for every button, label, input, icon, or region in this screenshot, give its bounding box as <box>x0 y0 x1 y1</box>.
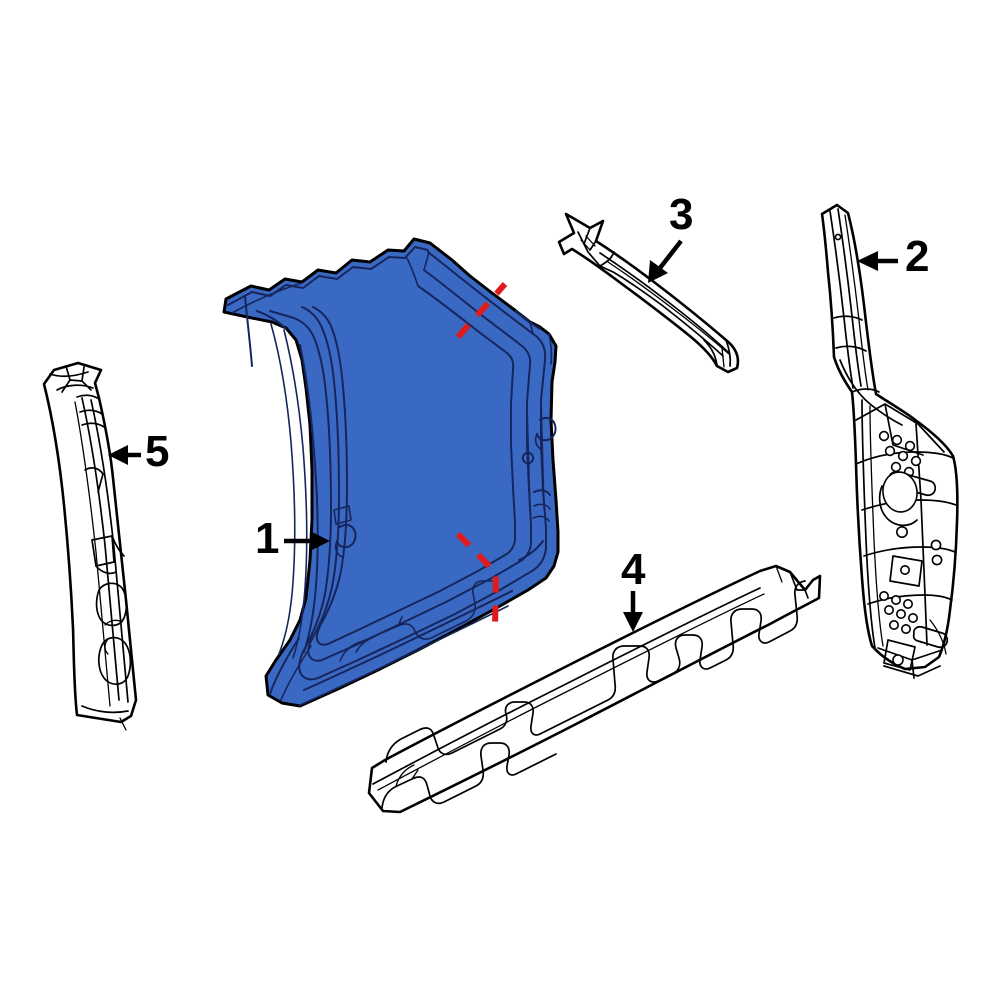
leader-arrow-1 <box>284 531 330 551</box>
leader-arrow-5 <box>108 445 141 465</box>
callout-number-5[interactable]: 5 <box>145 427 170 476</box>
callout-number-4[interactable]: 4 <box>621 545 646 594</box>
leader-arrow-4 <box>623 591 643 632</box>
callout-number-3[interactable]: 3 <box>669 190 694 239</box>
leader-arrow-2 <box>857 251 898 271</box>
callout-number-2[interactable]: 2 <box>905 232 930 281</box>
upper-cut-line <box>455 282 508 339</box>
lower-cut-line <box>455 531 500 629</box>
part-2-front-hinge-pillar-reinforcement[interactable] <box>820 203 959 679</box>
part-5-center-pillar-reinforcement[interactable] <box>42 361 138 731</box>
callout-number-1[interactable]: 1 <box>255 514 280 563</box>
part-3-roof-side-rail-member[interactable] <box>557 212 740 374</box>
part-4-rocker-panel-reinforcement[interactable] <box>367 564 822 814</box>
part-1-body-side-outer-panel[interactable] <box>222 237 560 708</box>
leader-arrow-3 <box>648 239 683 283</box>
